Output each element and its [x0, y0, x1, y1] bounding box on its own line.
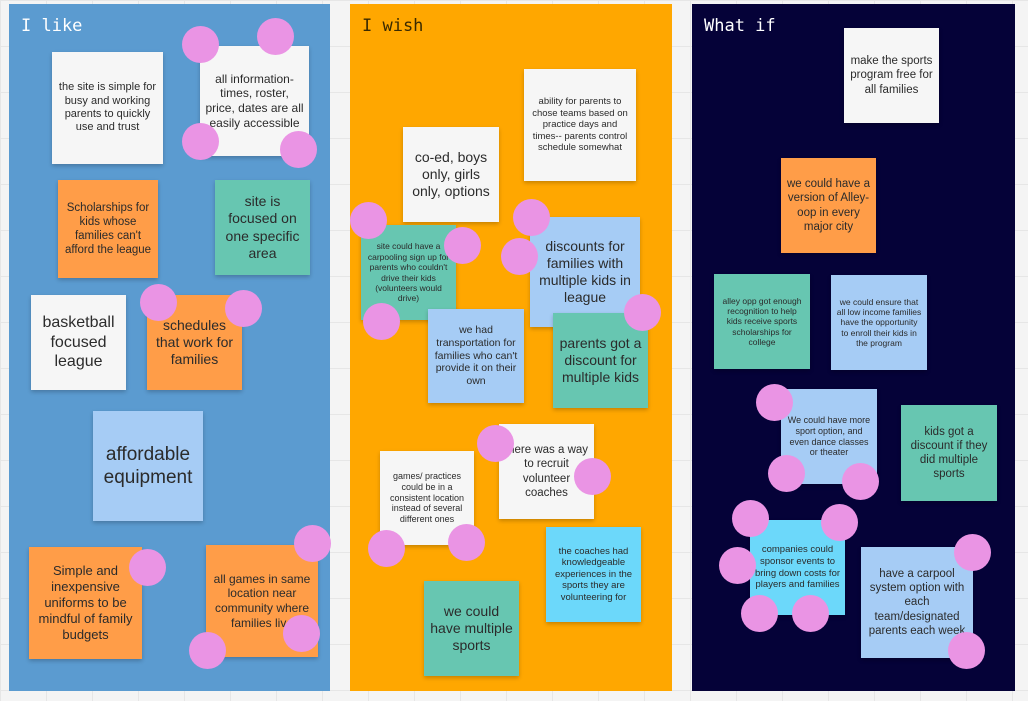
frame-title: I wish [362, 16, 424, 36]
sticky-note[interactable]: make the sports program free for all fam… [844, 28, 939, 123]
vote-dot[interactable] [283, 615, 320, 652]
sticky-note[interactable]: we could have a version of Alley-oop in … [781, 158, 876, 253]
frame-title: I like [21, 16, 83, 36]
sticky-note[interactable]: kids got a discount if they did multiple… [901, 405, 997, 501]
vote-dot[interactable] [182, 123, 219, 160]
vote-dot[interactable] [182, 26, 219, 63]
sticky-note[interactable]: Scholarships for kids whose families can… [58, 180, 158, 278]
sticky-note[interactable]: parents got a discount for multiple kids [553, 313, 648, 408]
sticky-note[interactable]: affordable equipment [93, 411, 203, 521]
vote-dot[interactable] [280, 131, 317, 168]
sticky-note[interactable]: co-ed, boys only, girls only, options [403, 127, 499, 222]
sticky-note[interactable]: discounts for families with multiple kid… [530, 217, 640, 327]
vote-dot[interactable] [513, 199, 550, 236]
vote-dot[interactable] [444, 227, 481, 264]
vote-dot[interactable] [368, 530, 405, 567]
sticky-note[interactable]: the site is simple for busy and working … [52, 52, 163, 164]
sticky-note[interactable]: the coaches had knowledgeable experience… [546, 527, 641, 622]
sticky-note[interactable]: we could have multiple sports [424, 581, 519, 676]
vote-dot[interactable] [129, 549, 166, 586]
vote-dot[interactable] [448, 524, 485, 561]
vote-dot[interactable] [719, 547, 756, 584]
sticky-note[interactable]: games/ practices could be in a consisten… [380, 451, 474, 545]
vote-dot[interactable] [363, 303, 400, 340]
vote-dot[interactable] [768, 455, 805, 492]
sticky-note[interactable]: site is focused on one specific area [215, 180, 310, 275]
vote-dot[interactable] [842, 463, 879, 500]
sticky-note[interactable]: we could ensure that all low income fami… [831, 275, 927, 370]
vote-dot[interactable] [574, 458, 611, 495]
vote-dot[interactable] [741, 595, 778, 632]
sticky-note[interactable]: ability for parents to chose teams based… [524, 69, 636, 181]
vote-dot[interactable] [954, 534, 991, 571]
vote-dot[interactable] [189, 632, 226, 669]
vote-dot[interactable] [948, 632, 985, 669]
vote-dot[interactable] [792, 595, 829, 632]
sticky-note[interactable]: basketball focused league [31, 295, 126, 390]
sticky-note[interactable]: all games in same location near communit… [206, 545, 318, 657]
vote-dot[interactable] [140, 284, 177, 321]
vote-dot[interactable] [756, 384, 793, 421]
vote-dot[interactable] [732, 500, 769, 537]
sticky-note[interactable]: alley opp got enough recognition to help… [714, 274, 810, 369]
frame-title: What if [704, 16, 776, 36]
vote-dot[interactable] [294, 525, 331, 562]
sticky-note[interactable]: we had transportation for families who c… [428, 309, 524, 403]
vote-dot[interactable] [821, 504, 858, 541]
sticky-note[interactable]: Simple and inexpensive uniforms to be mi… [29, 547, 142, 659]
vote-dot[interactable] [477, 425, 514, 462]
vote-dot[interactable] [225, 290, 262, 327]
vote-dot[interactable] [350, 202, 387, 239]
sticky-note[interactable]: there was a way to recruit volunteer coa… [499, 424, 594, 519]
vote-dot[interactable] [257, 18, 294, 55]
vote-dot[interactable] [624, 294, 661, 331]
vote-dot[interactable] [501, 238, 538, 275]
